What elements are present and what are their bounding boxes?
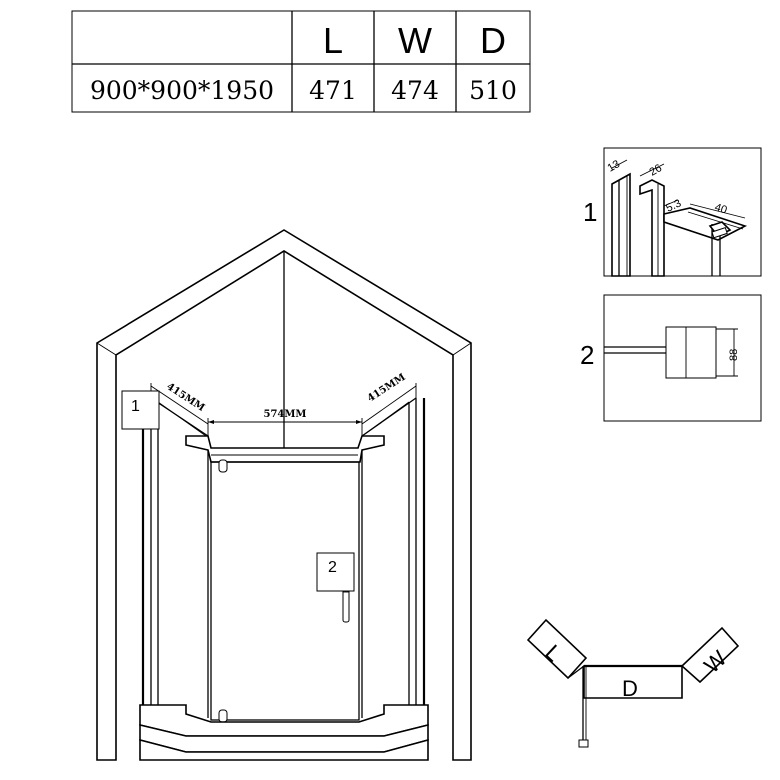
top-header-bar [185, 435, 385, 463]
callout-1-label: 1 [131, 398, 140, 415]
plan-label-d: D [622, 676, 638, 701]
table-header-w: W [398, 20, 432, 61]
callout-2-label: 2 [328, 559, 337, 576]
detail-2-label: 2 [580, 340, 594, 370]
callout-box-2: 2 [316, 552, 355, 592]
dimension-left: 415MM [150, 381, 209, 436]
table-header-d: D [480, 20, 506, 61]
detail-1-dim-13: 13 [606, 158, 623, 175]
dimension-center: 574MM [208, 409, 362, 424]
table-cell-d: 510 [469, 76, 517, 105]
detail-2: 2 88 [580, 294, 762, 422]
table-cell-w: 474 [391, 76, 439, 105]
dim-right-label: 415MM [366, 372, 408, 405]
table-header-l: L [323, 20, 343, 61]
table-cell-l: 471 [309, 76, 357, 105]
detail-1-label: 1 [583, 197, 597, 227]
detail-2-dim-88: 88 [728, 349, 740, 361]
callout-box-1: 1 [121, 390, 160, 430]
table-cell-size: 900*900*1950 [90, 76, 274, 105]
plan-view: D L W [526, 618, 740, 748]
shower-base-tray [139, 704, 429, 761]
left-glass-panel [141, 397, 209, 718]
detail-1: 1 13 26 5.3 40 [583, 147, 762, 277]
door-panel [210, 459, 360, 723]
detail-1-dim-5-3: 5.3 [664, 197, 683, 214]
spec-table: L W D 900*900*1950 471 474 510 [71, 10, 531, 113]
dim-center-label: 574MM [263, 409, 306, 420]
right-glass-panel [361, 397, 426, 718]
detail-1-dim-40: 40 [713, 201, 728, 216]
detail-1-dim-26: 26 [648, 162, 665, 179]
shower-enclosure-drawing: 415MM 574MM 415MM 1 2 [96, 229, 472, 761]
